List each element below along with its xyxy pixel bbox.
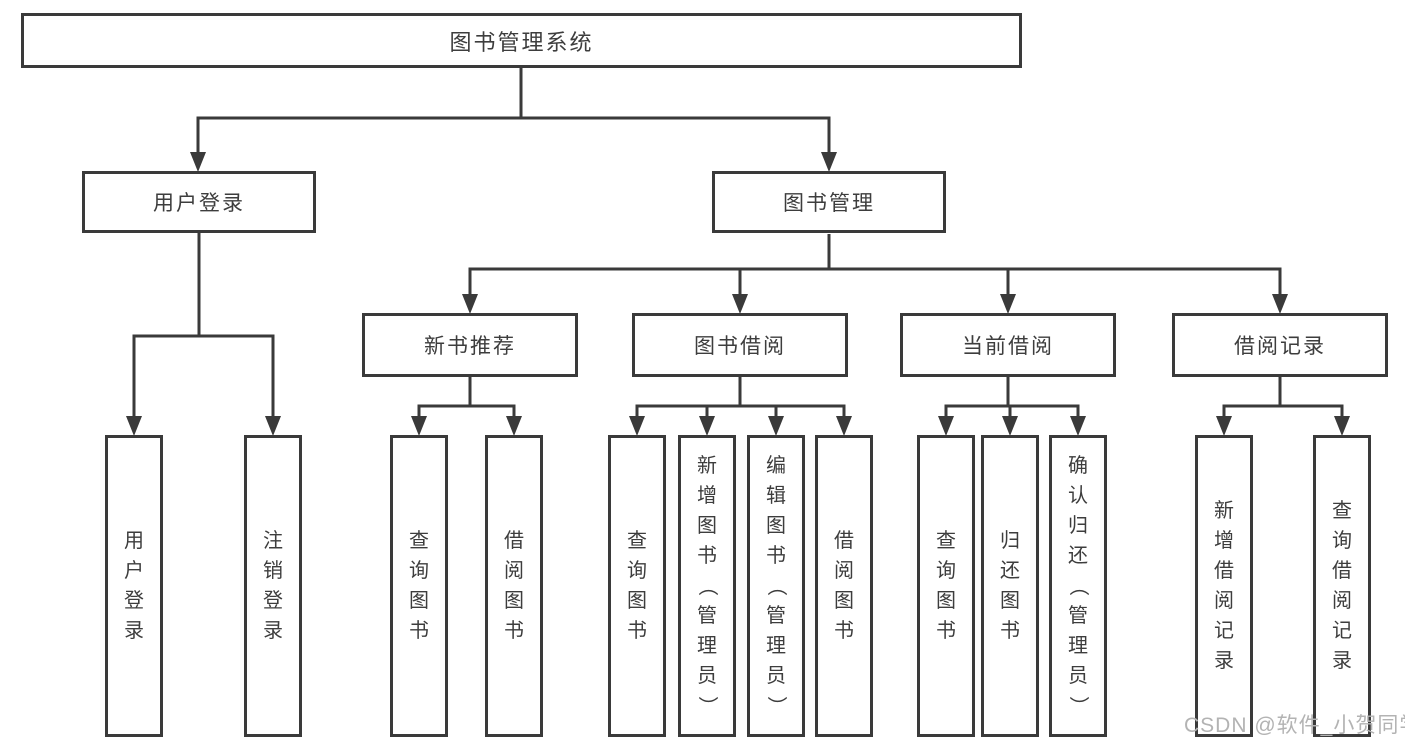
node-label: 查询借阅记录: [1332, 500, 1352, 672]
node-label: 借阅图书: [834, 530, 854, 642]
arrow-down-icon: [1216, 416, 1232, 436]
node-label: 查询图书: [936, 530, 956, 642]
leaf-query-borrow-record: 查询借阅记录: [1313, 435, 1371, 737]
arrow-down-icon: [462, 294, 478, 314]
node-label: 用户登录: [124, 530, 144, 642]
node-new-book-recommendation: 新书推荐: [362, 313, 578, 377]
csdn-watermark: CSDN @软件_小贺同学: [1184, 714, 1405, 737]
arrow-down-icon: [1002, 416, 1018, 436]
node-label: 当前借阅: [962, 335, 1054, 358]
node-label: 确认归还（管理员）: [1067, 455, 1089, 716]
arrow-down-icon: [126, 416, 142, 436]
leaf-borrowing-borrow-books: 借阅图书: [815, 435, 873, 737]
node-label: 新书推荐: [424, 335, 516, 358]
node-label: 编辑图书（管理员）: [765, 455, 787, 716]
node-label: 查询图书: [627, 530, 647, 642]
arrow-down-icon: [1070, 416, 1086, 436]
arrow-down-icon: [836, 416, 852, 436]
node-current-borrowing: 当前借阅: [900, 313, 1116, 377]
node-label: 图书管理: [783, 192, 875, 215]
node-label: 用户登录: [153, 192, 245, 215]
node-label: 查询图书: [409, 530, 429, 642]
node-label: 借阅记录: [1234, 335, 1326, 358]
arrow-down-icon: [1334, 416, 1350, 436]
arrow-down-icon: [411, 416, 427, 436]
leaf-return-books: 归还图书: [981, 435, 1039, 737]
leaf-logout: 注销登录: [244, 435, 302, 737]
arrow-down-icon: [732, 294, 748, 314]
leaf-add-borrow-record: 新增借阅记录: [1195, 435, 1253, 737]
node-label: 注销登录: [263, 530, 283, 642]
arrow-down-icon: [1000, 294, 1016, 314]
leaf-user-login: 用户登录: [105, 435, 163, 737]
leaf-confirm-return-admin: 确认归还（管理员）: [1049, 435, 1107, 737]
arrow-down-icon: [821, 152, 837, 172]
arrow-down-icon: [938, 416, 954, 436]
node-book-management: 图书管理: [712, 171, 946, 233]
node-user-login: 用户登录: [82, 171, 316, 233]
node-borrowing-records: 借阅记录: [1172, 313, 1388, 377]
arrow-down-icon: [699, 416, 715, 436]
node-label: 归还图书: [1000, 530, 1020, 642]
arrow-down-icon: [629, 416, 645, 436]
node-book-borrowing: 图书借阅: [632, 313, 848, 377]
leaf-add-book-admin: 新增图书（管理员）: [678, 435, 736, 737]
node-label: 图书管理系统: [449, 29, 594, 55]
leaf-borrowing-query-books: 查询图书: [608, 435, 666, 737]
arrow-down-icon: [190, 152, 206, 172]
node-label: 新增图书（管理员）: [696, 455, 718, 716]
node-label: 借阅图书: [504, 530, 524, 642]
leaf-recommend-query-books: 查询图书: [390, 435, 448, 737]
arrow-down-icon: [1272, 294, 1288, 314]
leaf-current-query-books: 查询图书: [917, 435, 975, 737]
arrow-down-icon: [265, 416, 281, 436]
node-label: 图书借阅: [694, 335, 786, 358]
leaf-recommend-borrow-books: 借阅图书: [485, 435, 543, 737]
arrow-down-icon: [768, 416, 784, 436]
leaf-edit-book-admin: 编辑图书（管理员）: [747, 435, 805, 737]
node-label: 新增借阅记录: [1214, 500, 1234, 672]
arrow-down-icon: [506, 416, 522, 436]
node-library-management-system: 图书管理系统: [21, 13, 1022, 68]
